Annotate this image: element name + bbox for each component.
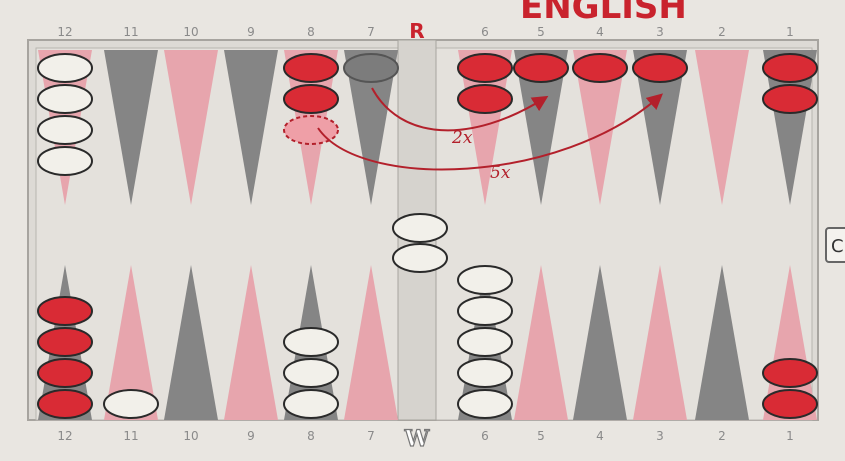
bottom-point-number: 3 (656, 429, 664, 443)
bottom-point-number: 2 (718, 429, 726, 443)
checker-white-bottom-point-8 (284, 359, 338, 387)
bottom-point-number: 12 (57, 429, 72, 443)
bar-label-top: R (409, 19, 424, 43)
checker-red-top-point-1 (763, 85, 817, 113)
checker-red-bottom-point-1 (763, 359, 817, 387)
checker-white-bottom-point-6 (458, 328, 512, 356)
top-point-number: 9 (247, 25, 255, 39)
bottom-point-number: 9 (247, 429, 255, 443)
move-label-2x: 2x (451, 128, 473, 148)
banner-text: ENGLISH (520, 0, 687, 27)
checker-red-top-point-3 (633, 54, 687, 82)
checker-red-top-point-1 (763, 54, 817, 82)
top-point-number: 2 (718, 25, 726, 39)
checker-red-top-point-4 (573, 54, 627, 82)
top-point-number: 5 (537, 25, 545, 39)
checker-white-top-point-12 (38, 85, 92, 113)
checker-white-bottom-point-11 (104, 390, 158, 418)
bar-label-bottom: W (404, 426, 430, 452)
bottom-point-number: 1 (786, 429, 794, 443)
checker-red-bottom-point-12 (38, 359, 92, 387)
checker-white-bottom-point-8 (284, 328, 338, 356)
move-label-5x: 5x (490, 163, 511, 183)
checker-white-bottom-point-6 (458, 359, 512, 387)
checker-white-bar (393, 244, 447, 272)
top-point-number: 10 (183, 25, 198, 39)
checker-red-bottom-point-12 (38, 328, 92, 356)
top-point-number: 11 (123, 25, 138, 39)
checker-red-top-point-6 (458, 54, 512, 82)
checker-white-bottom-point-6 (458, 297, 512, 325)
bottom-point-number: 5 (537, 429, 545, 443)
checker-white-top-point-12 (38, 116, 92, 144)
bottom-point-number: 11 (123, 429, 138, 443)
top-point-number: 7 (367, 25, 375, 39)
bottom-point-number: 4 (596, 429, 604, 443)
bottom-point-number: 8 (307, 429, 315, 443)
checker-red-top-point-5 (514, 54, 568, 82)
checker-white-top-point-12 (38, 54, 92, 82)
checker-red-bottom-point-12 (38, 390, 92, 418)
checker-red-top-point-6 (458, 85, 512, 113)
edge-glyph: C (831, 236, 844, 257)
bottom-point-number: 10 (183, 429, 198, 443)
checker-red-bottom-point-12 (38, 297, 92, 325)
checker-white-bottom-point-8 (284, 390, 338, 418)
checker-red-top-point-8 (284, 85, 338, 113)
checker-white-bottom-point-6 (458, 266, 512, 294)
checker-white-top-point-12 (38, 147, 92, 175)
bottom-point-number: 7 (367, 429, 375, 443)
top-point-number: 12 (57, 25, 72, 39)
top-point-number: 6 (481, 25, 489, 39)
top-point-number: 3 (656, 25, 664, 39)
checker-red-top-point-8 (284, 54, 338, 82)
checker-red-bottom-point-1 (763, 390, 817, 418)
checker-white-bar (393, 214, 447, 242)
checker-gray-top-point-7 (344, 54, 398, 82)
bottom-point-number: 6 (481, 429, 489, 443)
top-point-number: 4 (596, 25, 604, 39)
top-point-number: 8 (307, 25, 315, 39)
top-point-number: 1 (786, 25, 794, 39)
checker-white-bottom-point-6 (458, 390, 512, 418)
